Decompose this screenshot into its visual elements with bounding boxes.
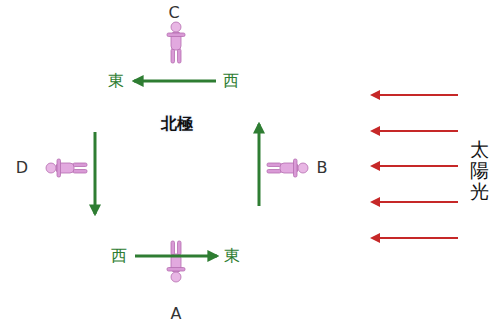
point-letter: D <box>16 159 28 177</box>
direction-label: 東 <box>108 72 124 90</box>
observer-figure <box>167 22 185 63</box>
point-letter: A <box>171 305 182 323</box>
sunlight-label: 太陽光 <box>470 139 489 202</box>
sunlight-arrows <box>372 95 458 238</box>
observer-figure <box>167 241 185 282</box>
observer-figure <box>46 159 87 177</box>
direction-label: 西 <box>111 247 127 265</box>
observer-figure <box>267 159 308 177</box>
direction-arrow <box>94 132 97 214</box>
point-letter: C <box>168 4 179 22</box>
pole-label: 北極 <box>87 114 267 133</box>
direction-arrow <box>134 80 216 83</box>
direction-arrow <box>135 255 217 258</box>
direction-label: 東 <box>224 247 240 265</box>
pole-dot <box>178 171 184 177</box>
rotation-symbol <box>170 163 190 185</box>
direction-label: 西 <box>223 72 239 90</box>
point-letter: B <box>317 159 328 177</box>
direction-arrow <box>258 124 261 206</box>
